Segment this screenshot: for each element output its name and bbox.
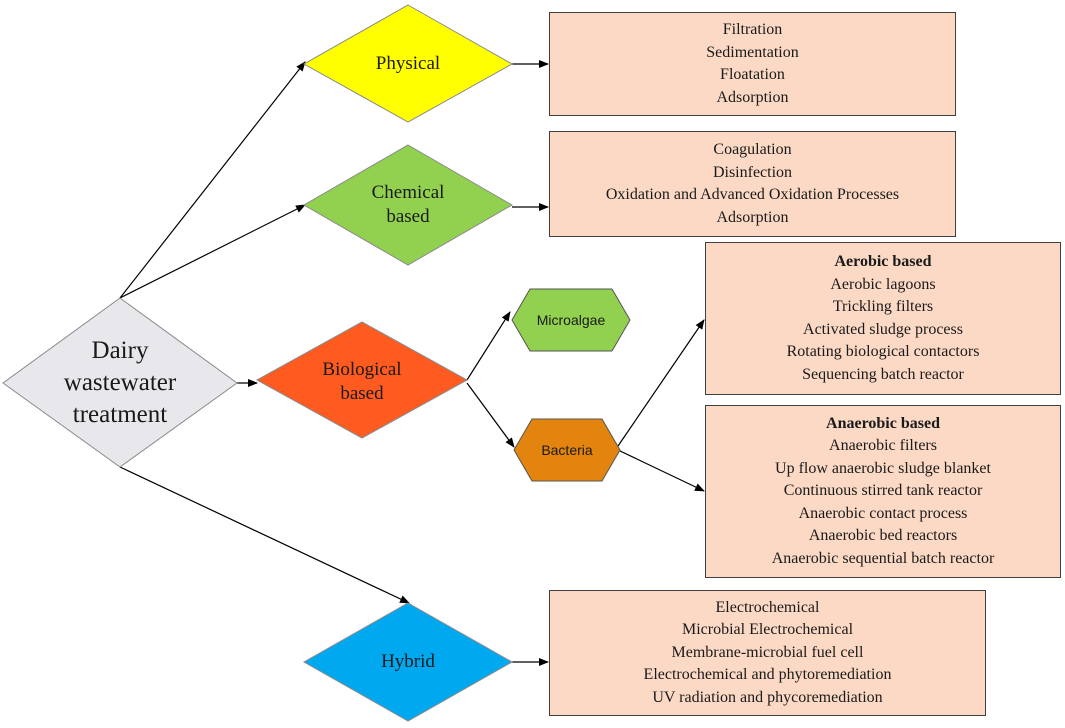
root-diamond <box>2 297 238 468</box>
physical-label: Physical <box>340 44 476 84</box>
chemical-method-item: Adsorption <box>716 208 789 226</box>
anaerobic-method-item: Up flow anaerobic sludge blanket <box>775 459 991 477</box>
physical-method-item: Filtration <box>722 21 783 38</box>
hybrid-label-text: Hybrid <box>381 650 435 672</box>
microalgae-label-text: Microalgae <box>536 311 606 328</box>
anaerobic-method-item: Anaerobic contact process <box>798 504 968 522</box>
arrow-biological-bacteria <box>466 382 515 448</box>
physical-label-text: Physical <box>375 52 441 74</box>
aerobic-method-item: Rotating biological contactors <box>786 343 980 360</box>
chemical-label: Chemical based <box>340 175 476 235</box>
hybrid-diamond <box>302 602 514 722</box>
aerobic-heading: Aerobic based <box>834 253 932 270</box>
root-label-line-2: wastewater <box>63 369 177 396</box>
aerobic-method-item: Activated sludge process <box>803 320 963 338</box>
aerobic-method-item: Aerobic lagoons <box>830 275 936 293</box>
hybrid-label: Hybrid <box>340 642 476 682</box>
arrow-biological-microalgae <box>466 311 511 381</box>
chemical-methods-box: Coagulation Disinfection Oxidation and A… <box>549 131 956 237</box>
physical-methods-box: Filtration Sedimentation Floatation Adso… <box>549 12 956 116</box>
chemical-label-line-1: Chemical <box>371 182 445 203</box>
hybrid-method-item: Membrane-microbial fuel cell <box>671 643 864 661</box>
anaerobic-method-item: Anaerobic bed reactors <box>808 527 958 545</box>
anaerobic-methods-box: Anaerobic based Anaerobic filters Up flo… <box>705 405 1061 578</box>
bacteria-label: Bacteria <box>514 435 620 465</box>
anaerobic-heading: Anaerobic based <box>826 414 940 432</box>
biological-label-line-2: based <box>340 383 384 404</box>
root-label-line-3: treatment <box>72 401 168 428</box>
hybrid-method-item: Electrochemical <box>715 598 820 616</box>
aerobic-method-item: Sequencing batch reactor <box>802 365 964 383</box>
bacteria-hexagon <box>513 418 621 482</box>
biological-diamond <box>255 321 469 439</box>
hybrid-method-item: Electrochemical and phytoremediation <box>643 666 892 684</box>
anaerobic-method-item: Continuous stirred tank reactor <box>783 482 983 500</box>
root-label-line-1: Dairy <box>91 337 149 364</box>
aerobic-methods-box: Aerobic based Aerobic lagoons Trickling … <box>705 242 1061 395</box>
biological-label: Biological based <box>292 352 432 412</box>
physical-method-item: Adsorption <box>716 88 789 106</box>
arrow-root-physical <box>119 61 306 299</box>
bacteria-label-text: Bacteria <box>541 441 593 458</box>
anaerobic-method-item: Anaerobic filters <box>829 437 937 455</box>
microalgae-hexagon <box>511 288 631 352</box>
arrow-root-hybrid <box>119 466 410 604</box>
chemical-method-item: Disinfection <box>712 163 793 181</box>
physical-method-item: Sedimentation <box>706 43 799 61</box>
hybrid-methods-box: Electrochemical Microbial Electrochemica… <box>549 590 986 716</box>
physical-diamond <box>302 4 514 123</box>
biological-label-line-1: Biological <box>322 359 402 380</box>
chemical-diamond <box>302 144 514 266</box>
arrow-bacteria-anaerobic <box>617 449 705 492</box>
arrow-root-chemical <box>119 204 306 299</box>
anaerobic-method-item: Anaerobic sequential batch reactor <box>771 549 995 567</box>
root-label: Dairy wastewater treatment <box>40 318 200 448</box>
aerobic-method-item: Trickling filters <box>832 298 934 315</box>
hybrid-method-item: UV radiation and phycoremediation <box>652 688 883 706</box>
microalgae-label: Microalgae <box>512 305 630 335</box>
chemical-label-line-2: based <box>386 206 430 227</box>
arrow-bacteria-aerobic <box>617 319 705 447</box>
hybrid-method-item: Microbial Electrochemical <box>681 621 854 639</box>
chemical-method-item: Coagulation <box>713 141 792 158</box>
chemical-method-item: Oxidation and Advanced Oxidation Process… <box>605 186 900 203</box>
physical-method-item: Floatation <box>720 66 785 83</box>
